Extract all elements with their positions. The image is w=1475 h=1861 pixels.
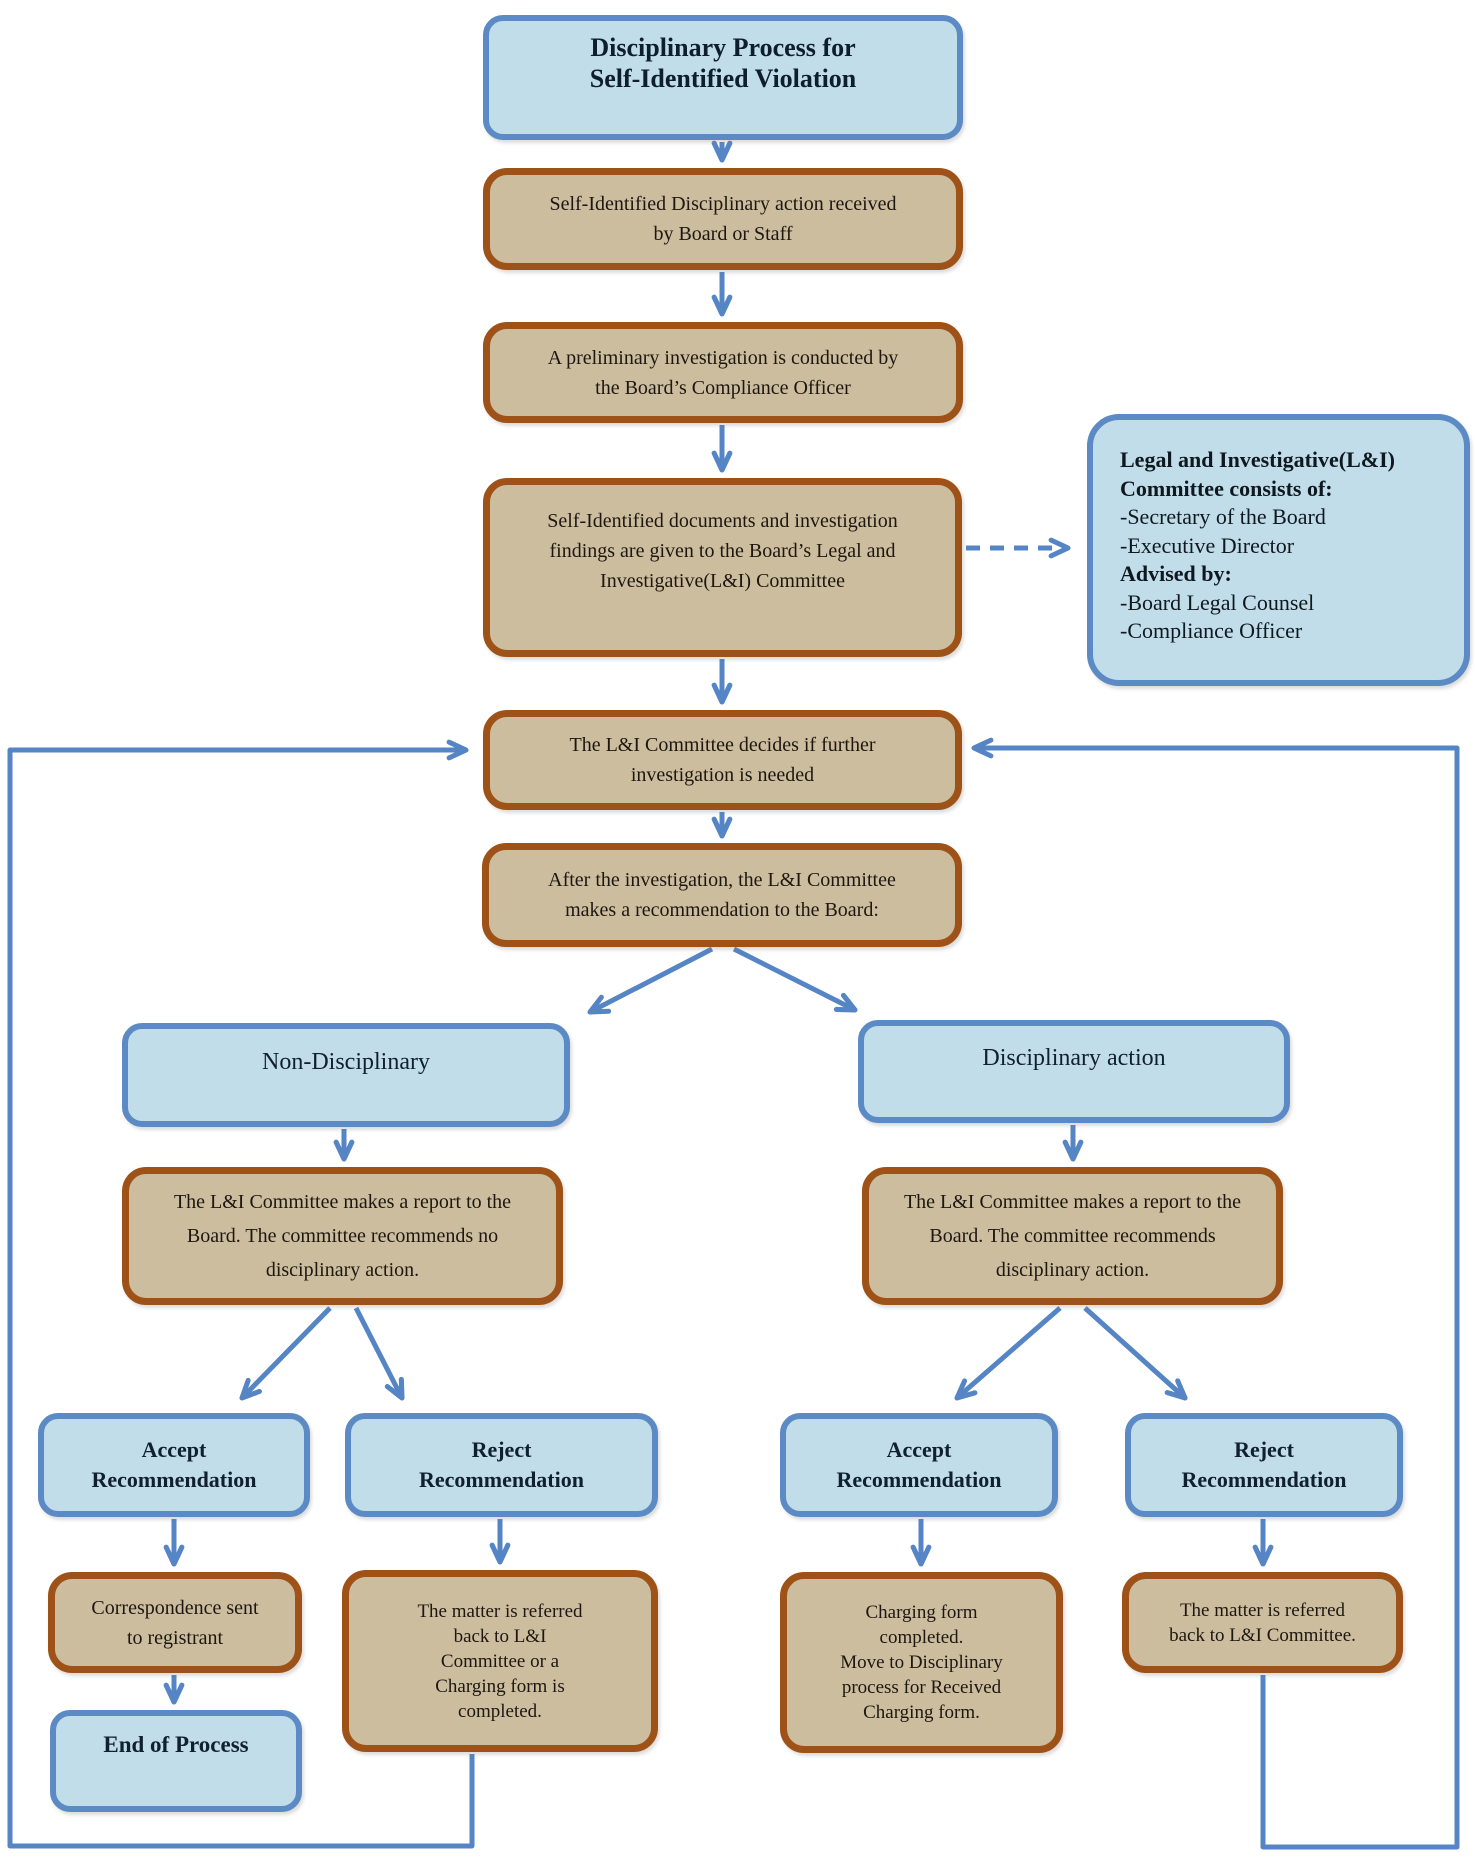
arrow-report-to-reject-right (1083, 1306, 1188, 1401)
node-recommendation-to-board: After the investigation, the L&I Committ… (482, 843, 962, 947)
legend-committee-info: Legal and Investigative(L&I) Committee c… (1087, 414, 1470, 686)
node-documents-to-committee: Self-Identified documents and investigat… (483, 478, 962, 657)
arrow-report-to-accept-right (954, 1306, 1062, 1401)
node-disciplinary-action: Disciplinary action (858, 1020, 1290, 1123)
legend-line: Legal and Investigative(L&I) (1120, 447, 1395, 472)
legend-line: Advised by: (1120, 561, 1232, 586)
arrow-recommendation-to-disciplinary (732, 946, 858, 1013)
node-end-of-process: End of Process (50, 1710, 302, 1812)
arrow-report-to-accept-left (239, 1306, 332, 1401)
legend-line: -Board Legal Counsel (1120, 589, 1315, 615)
node-non-disciplinary: Non-Disciplinary (122, 1023, 570, 1127)
arrow-report-to-reject-left (353, 1306, 405, 1401)
legend-line: Committee consists of: (1120, 475, 1333, 501)
node-preliminary-investigation: A preliminary investigation is conducted… (483, 322, 963, 423)
loop-left-to-decides (7, 739, 475, 1849)
arrow-recommendation-to-nondisciplinary (587, 946, 714, 1015)
legend-line: -Executive Director (1120, 532, 1295, 558)
legend-line: -Compliance Officer (1120, 618, 1303, 643)
loop-right-to-decides (971, 737, 1460, 1850)
legend-line: -Secretary of the Board (1120, 504, 1326, 529)
node-received: Self-Identified Disciplinary action rece… (483, 168, 963, 270)
